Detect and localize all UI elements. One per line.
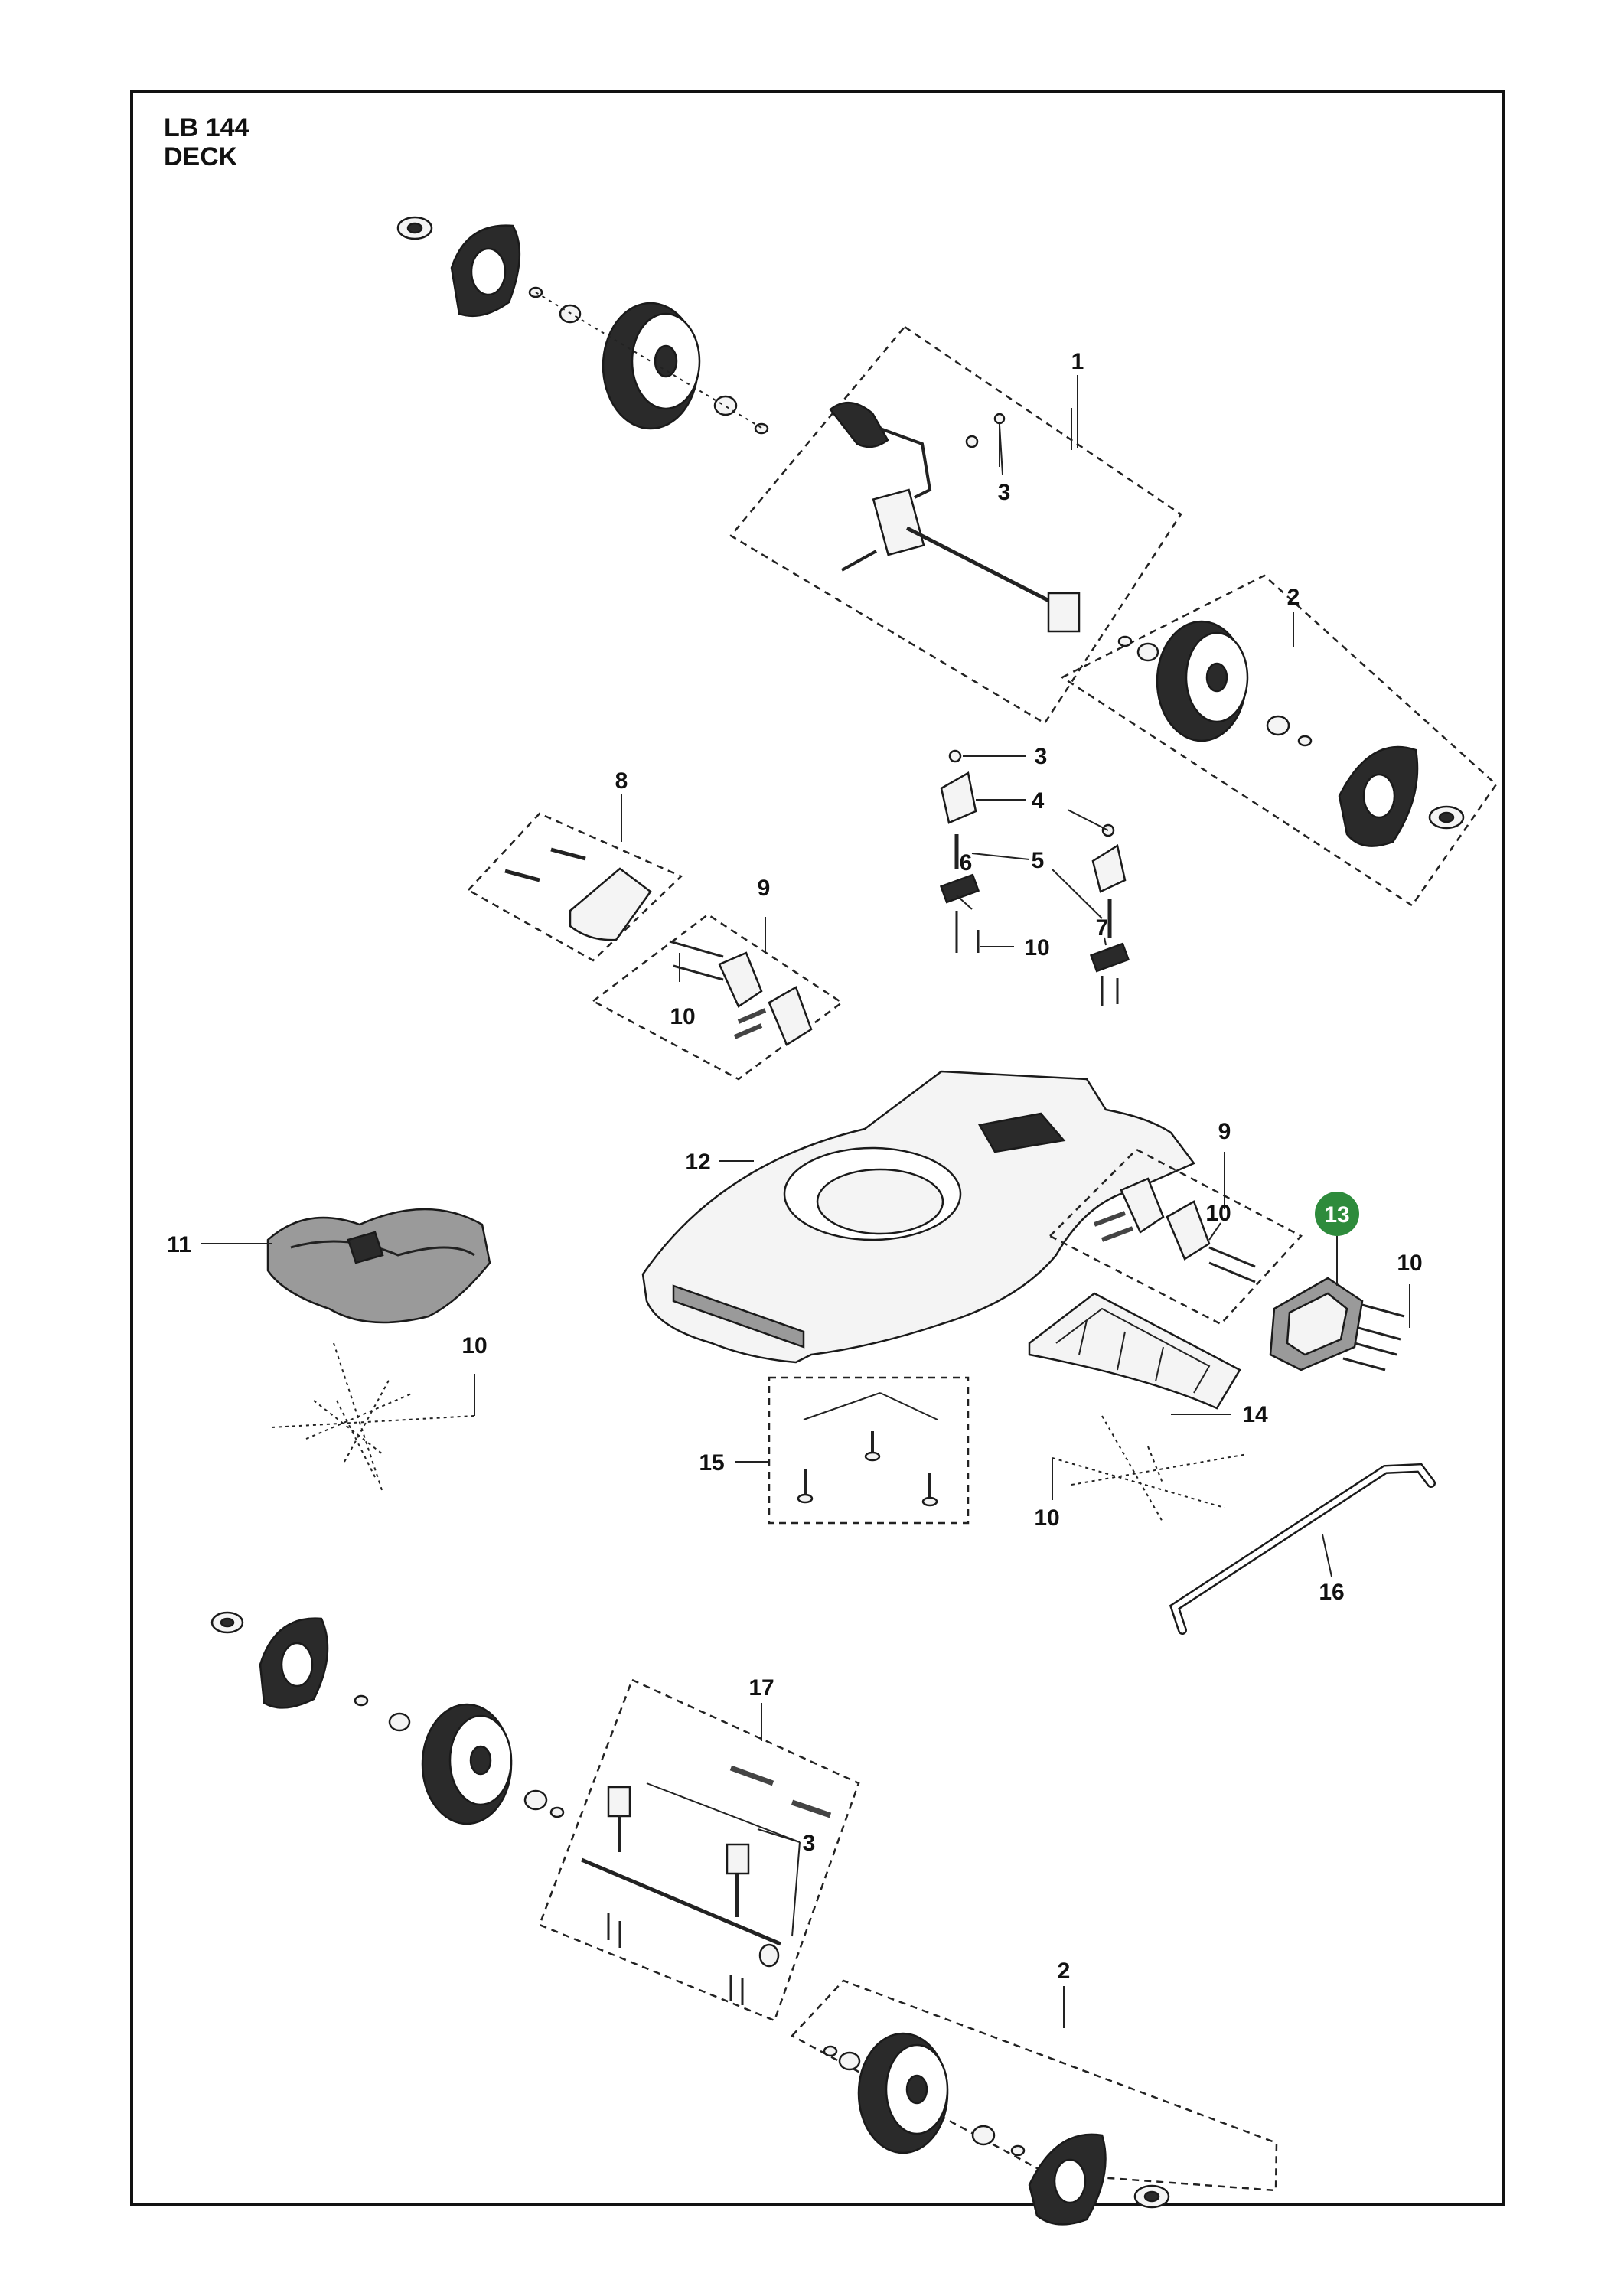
washer-top-right-2 bbox=[1297, 735, 1313, 747]
deck-12 bbox=[641, 1070, 1195, 1364]
hub-cap-bottom-right bbox=[1133, 2184, 1170, 2209]
callout-14: 14 bbox=[1242, 1402, 1268, 1427]
top-left-wheel-group bbox=[396, 216, 769, 435]
washer-bottom-left-2 bbox=[549, 1806, 565, 1818]
assembly-9-left-pivot bbox=[591, 913, 844, 1081]
wheel-bottom-right bbox=[857, 2032, 949, 2154]
callout-3-mid: 3 bbox=[1035, 744, 1048, 769]
callout-13: 13 bbox=[1324, 1202, 1349, 1228]
callout-labels: 1 3 2 3 4 5 6 7 10 8 9 10 9 10 12 11 13 … bbox=[167, 349, 1423, 1984]
height-bracket-right bbox=[1091, 844, 1127, 893]
assembly-17-front-axle bbox=[538, 1678, 860, 2022]
assembly-1-height-adjuster bbox=[729, 325, 1182, 725]
pivot-left-2 bbox=[768, 986, 813, 1046]
front-axle bbox=[581, 1857, 781, 1946]
callout-10-grid: 10 bbox=[1034, 1505, 1059, 1531]
hinge-part-8 bbox=[569, 867, 652, 941]
assembly-8-rear-hinge bbox=[467, 812, 683, 962]
assembly-15-screws bbox=[768, 1376, 970, 1525]
cover-11 bbox=[266, 1208, 491, 1324]
callout-17: 17 bbox=[748, 1675, 774, 1701]
callout-5: 5 bbox=[1032, 848, 1045, 873]
callout-11: 11 bbox=[167, 1232, 191, 1257]
bushing-top-right bbox=[1136, 642, 1159, 662]
height-bracket bbox=[940, 771, 977, 824]
adjuster-end-bracket bbox=[1047, 592, 1081, 633]
callout-9-right: 9 bbox=[1218, 1119, 1231, 1144]
washer-top-left-2 bbox=[754, 422, 769, 435]
pivot-right-1 bbox=[1120, 1177, 1165, 1234]
bracket-17-left bbox=[607, 1786, 631, 1818]
screw-cluster-right bbox=[1052, 1415, 1248, 1524]
callout-3-bottom: 3 bbox=[803, 1831, 816, 1856]
callout-16: 16 bbox=[1319, 1580, 1344, 1605]
highlight-badge bbox=[1315, 1192, 1359, 1236]
front-height-parts bbox=[939, 749, 1130, 1006]
section-title: DECK bbox=[164, 142, 238, 171]
leader-lines bbox=[201, 375, 1410, 2028]
adjuster-pin bbox=[841, 550, 877, 572]
adjuster-knob bbox=[829, 401, 889, 448]
assembly-9-right-pivot bbox=[1048, 1148, 1303, 1326]
assembly-2-bottom-wheel bbox=[790, 1979, 1278, 2226]
screw-mid-1 bbox=[948, 749, 962, 763]
plate-13 bbox=[1269, 1277, 1405, 1371]
callout-2-bottom: 2 bbox=[1058, 1958, 1071, 1984]
callout-13-highlight: 13 bbox=[1315, 1192, 1359, 1236]
callout-10-cover: 10 bbox=[461, 1333, 487, 1358]
bottom-left-wheel-group bbox=[210, 1611, 565, 1825]
page-frame bbox=[130, 90, 1505, 2206]
bearing-top-right bbox=[1266, 715, 1290, 736]
height-plate-6 bbox=[939, 873, 980, 904]
callout-10-mid: 10 bbox=[1024, 935, 1049, 960]
wheel-top-right bbox=[1156, 620, 1249, 742]
wheel-top-left bbox=[602, 302, 701, 430]
nut-assembly-1 bbox=[993, 413, 1006, 425]
callout-6: 6 bbox=[960, 850, 973, 876]
callout-10-left: 10 bbox=[670, 1004, 695, 1029]
assembly-2-top-wheel bbox=[1060, 574, 1498, 907]
callout-10-plate: 10 bbox=[1397, 1251, 1422, 1276]
bar-16 bbox=[1169, 1463, 1436, 1635]
callout-7: 7 bbox=[1096, 915, 1109, 941]
washer-bottom-right-2 bbox=[1010, 2144, 1026, 2157]
bearing-bottom-right bbox=[971, 2125, 996, 2146]
callout-2-top: 2 bbox=[1287, 585, 1300, 610]
callout-15: 15 bbox=[699, 1450, 724, 1476]
wheel-bottom-left bbox=[421, 1703, 513, 1825]
pivot-right-2 bbox=[1166, 1200, 1211, 1261]
callout-3-top: 3 bbox=[998, 480, 1011, 505]
bushing-bottom-right bbox=[838, 2051, 861, 2071]
wheel-cover-bottom-right bbox=[1028, 2133, 1107, 2226]
callout-9-left: 9 bbox=[758, 876, 771, 901]
hub-cap-bottom-left bbox=[210, 1611, 244, 1634]
adjuster-axle bbox=[905, 526, 1073, 615]
screw-assembly-1 bbox=[965, 435, 979, 448]
screw-cluster-left bbox=[271, 1342, 475, 1493]
wheel-cover-bottom-left bbox=[259, 1617, 329, 1709]
wheel-cover-top-left bbox=[450, 224, 521, 318]
bushing-bottom-left bbox=[388, 1712, 411, 1732]
hub-cap-top-left bbox=[396, 216, 433, 240]
adjuster-bracket bbox=[872, 488, 925, 556]
bearing-bottom-left bbox=[523, 1789, 548, 1811]
callout-4: 4 bbox=[1032, 788, 1045, 814]
callout-12: 12 bbox=[685, 1150, 710, 1175]
wheel-cover-top-right bbox=[1338, 745, 1419, 847]
washer-top-right bbox=[1117, 635, 1133, 647]
pivot-left-1 bbox=[718, 951, 763, 1008]
model-title: LB 144 bbox=[164, 113, 249, 142]
callout-10-right: 10 bbox=[1205, 1201, 1231, 1226]
bearing-top-left bbox=[713, 395, 738, 416]
height-plate-7 bbox=[1089, 942, 1130, 973]
grid-14 bbox=[1028, 1292, 1241, 1410]
callout-1: 1 bbox=[1071, 349, 1084, 374]
washer-bottom-left bbox=[354, 1694, 369, 1707]
bracket-17-right bbox=[726, 1843, 750, 1875]
axle-end-17 bbox=[758, 1943, 780, 1968]
hub-cap-top-right bbox=[1428, 805, 1465, 830]
callout-8: 8 bbox=[615, 768, 628, 794]
washer-bottom-right bbox=[823, 2045, 838, 2057]
